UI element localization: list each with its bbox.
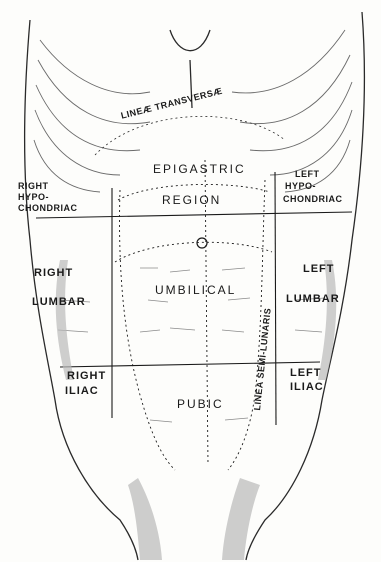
rectus-left-dotted — [228, 180, 265, 470]
region-label: REGION — [162, 194, 221, 206]
left-hypochondriac-label-3: CHONDRIAC — [283, 195, 343, 204]
pubic-label: PUBIC — [177, 398, 224, 410]
umbilicus — [197, 238, 207, 248]
left-lumbar-label-2: LUMBAR — [286, 294, 340, 305]
left-hypochondriac-label-2: HYPO- — [285, 182, 316, 191]
left-hypochondriac-label-1: LEFT — [295, 170, 320, 179]
right-hypochondriac-label-1: RIGHT — [18, 182, 49, 191]
right-iliac-label-1: RIGHT — [67, 371, 106, 382]
umbilical-upper-dotted-arc — [115, 242, 272, 262]
left-lumbar-label-1: LEFT — [303, 264, 335, 275]
right-hypochondriac-label-2: HYPO- — [18, 193, 49, 202]
epigastric-label: EPIGASTRIC — [153, 163, 246, 175]
ribs-left — [232, 30, 352, 192]
upper-horizontal-line — [36, 212, 352, 218]
lineae-transversae-arc — [95, 116, 285, 155]
left-torso-edge — [25, 20, 138, 560]
left-vertical-line — [275, 172, 276, 425]
right-hypochondriac-label-3: CHONDRIAC — [18, 204, 78, 213]
left-iliac-label-1: LEFT — [290, 368, 322, 379]
umbilical-label: UMBILICAL — [155, 284, 236, 296]
neck-notch — [170, 30, 210, 51]
right-lumbar-label-2: LUMBAR — [32, 297, 86, 308]
right-lumbar-label-1: RIGHT — [34, 268, 73, 279]
lower-horizontal-line — [60, 362, 320, 367]
right-iliac-label-2: ILIAC — [65, 386, 99, 397]
rectus-right-dotted — [120, 190, 175, 470]
left-iliac-label-2: ILIAC — [290, 382, 324, 393]
